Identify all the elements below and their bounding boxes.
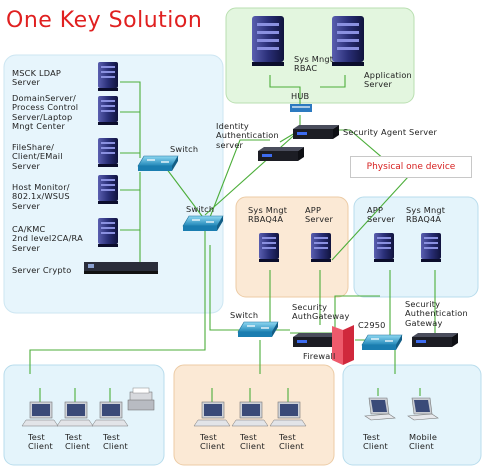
sys-mngt-rbac-label: Sys Mngt RBAC [294, 54, 334, 74]
mid-right-sys-label: Sys Mngt RBAQ4A [406, 205, 446, 225]
physical-device-callout: Physical one device [350, 156, 472, 178]
client-label: Test Client [28, 432, 53, 452]
mid-right-app-label: APP Server [367, 205, 396, 225]
security-auth-gateway-mid-label: Security AuthGateway [292, 302, 350, 322]
identity-auth-server-label: Identity Authentication server [216, 121, 279, 150]
ldap-server-label: MSCK LDAP Server [12, 68, 62, 88]
desktop-client-icon [269, 401, 307, 427]
hub-icon [290, 104, 312, 112]
security-auth-gateway-right-label: Security Authentication Gateway [405, 299, 468, 328]
fileshare-server-label: FileShare/ Client/EMail Server [12, 142, 63, 171]
desktop-client-icon [91, 401, 129, 427]
desktop-client-icon [231, 401, 269, 427]
firewall-label: Firewall [303, 351, 336, 361]
desktop-client-icon [56, 401, 94, 427]
client-label: Test Client [279, 432, 304, 452]
domain-server-label: DomainServer/ Process Control Server/Lap… [12, 93, 79, 132]
crypto-server-icon [84, 262, 158, 274]
client-label: Test Client [65, 432, 90, 452]
client-label: Test Client [103, 432, 128, 452]
desktop-client-icon [21, 401, 59, 427]
mid-left-sys-label: Sys Mngt RBAQ4A [248, 205, 288, 225]
switch-left-label: Switch [170, 144, 199, 154]
desktop-client-icon [193, 401, 231, 427]
host-monitor-server-label: Host Monitor/ 802.1x/WSUS Server [12, 182, 70, 211]
mid-left-app-label: APP Server [305, 205, 334, 225]
client-label: Test Client [363, 432, 388, 452]
hub-label: HUB [291, 91, 310, 101]
mobile-client-label: Mobile Client [409, 432, 438, 452]
security-agent-server-label: Security Agent Server [343, 127, 438, 137]
printer-icon [127, 387, 155, 411]
client-label: Test Client [240, 432, 265, 452]
switch-mid-label: Switch [230, 310, 259, 320]
ca-kmc-server-label: CA/KMC 2nd level2CA/RA Server [12, 224, 83, 253]
client-label: Test Client [200, 432, 225, 452]
application-server-label: Application Server [364, 70, 412, 90]
server-crypto-label: Server Crypto [12, 265, 72, 275]
c2950-label: C2950 [358, 320, 386, 330]
switch-center-label: Switch [186, 204, 215, 214]
diagram-title: One Key Solution [6, 8, 203, 33]
firewall-icon [332, 325, 354, 365]
